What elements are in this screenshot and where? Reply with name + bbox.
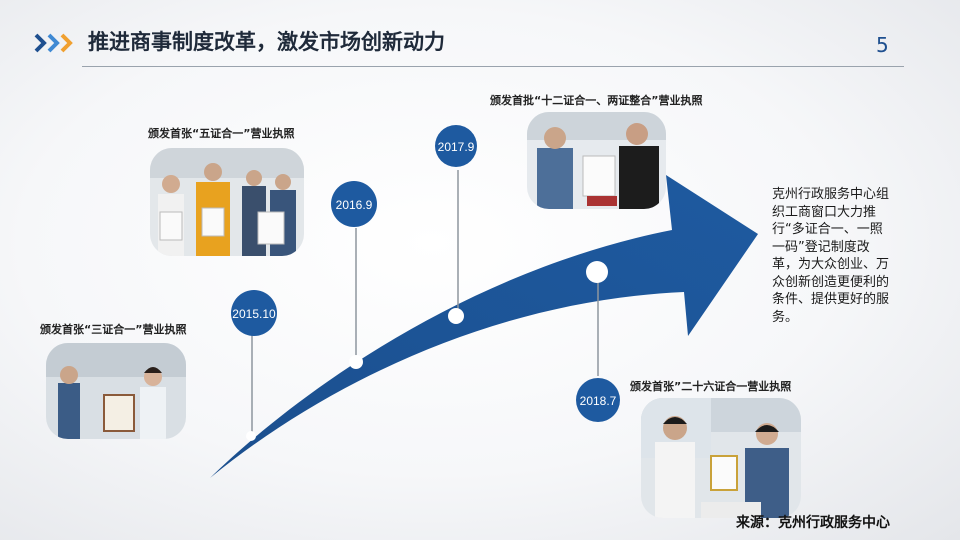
date-label-2015: 2015.10 [232, 307, 276, 321]
caption-2015: 颁发首张“三证合一”营业执照 [40, 323, 187, 336]
source-note: 来源：克州行政服务中心 [736, 515, 890, 531]
date-label-2018: 2018.7 [580, 394, 617, 408]
chevron-arrows-icon [34, 33, 73, 53]
caption-2018: 颁发首张”二十六证合一营业执照 [630, 380, 792, 393]
dot-2018 [586, 261, 608, 283]
growth-arrow [210, 175, 758, 478]
date-circle-2016 [331, 181, 377, 227]
description-text: 克州行政服务中心组织工商窗口大力推行“多证合一、一照一码”登记制度改革，为大众创… [772, 187, 890, 325]
header-divider [82, 66, 904, 67]
photo-2017 [527, 112, 666, 209]
page-number: 5 [876, 33, 889, 57]
date-circle-2017 [435, 125, 477, 167]
date-label-2017: 2017.9 [438, 140, 475, 154]
caption-2017: 颁发首批“十二证合一、两证整合”营业执照 [490, 94, 703, 107]
photo-2015 [46, 343, 186, 439]
caption-2016: 颁发首张“五证合一”营业执照 [148, 127, 295, 140]
photo-2016 [150, 148, 304, 256]
dot-2017 [448, 308, 464, 324]
page-title: 推进商事制度改革，激发市场创新动力 [88, 30, 445, 54]
date-label-2016: 2016.9 [336, 198, 373, 212]
date-circle-2018 [576, 378, 620, 422]
photo-2018 [641, 398, 801, 518]
dot-2016 [349, 355, 363, 369]
date-circle-2015 [231, 290, 277, 336]
dot-2015 [246, 431, 256, 441]
